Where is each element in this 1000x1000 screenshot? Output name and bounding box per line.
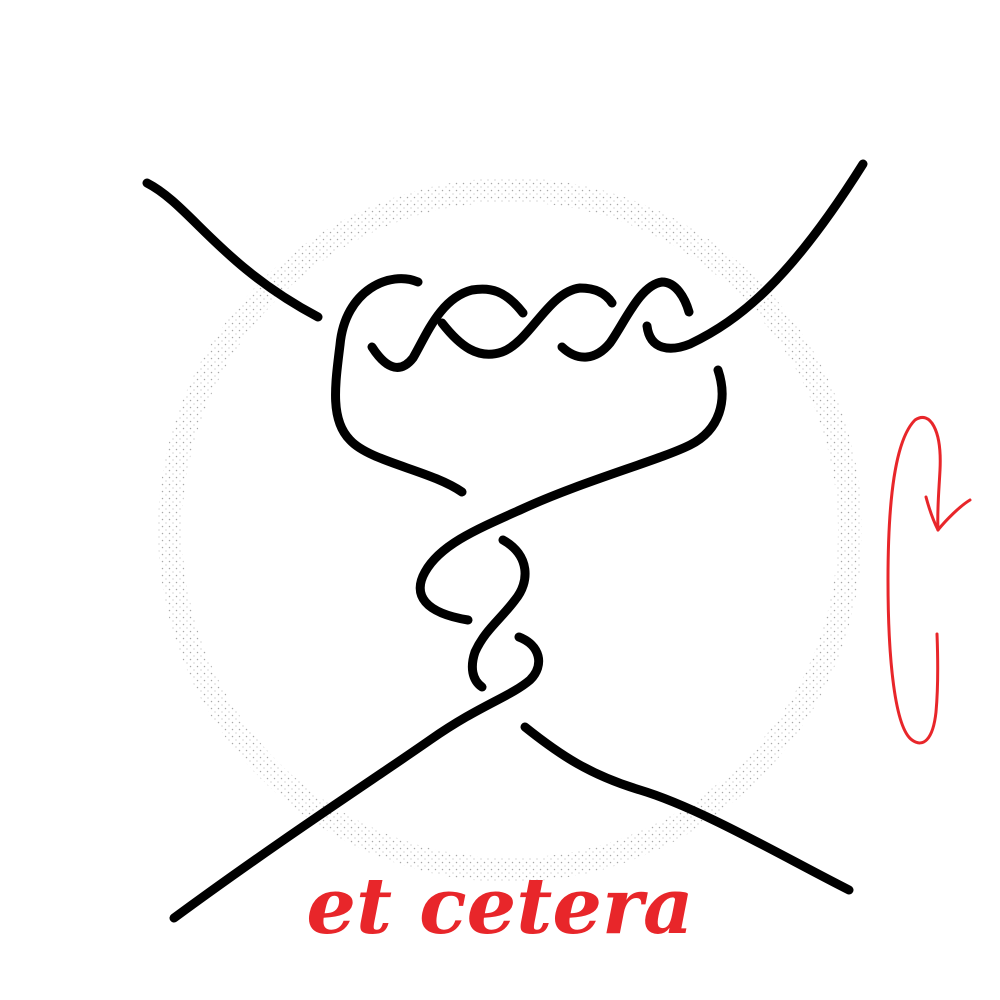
strand-right-loop-descending bbox=[415, 365, 727, 625]
strand-upper-left-arm bbox=[142, 178, 323, 322]
strand-middle-twist-1 bbox=[467, 535, 530, 692]
strand-lower-right-arm bbox=[520, 722, 854, 895]
rotation-arrow-icon bbox=[886, 416, 972, 745]
strand-left-outer-loop bbox=[331, 274, 467, 497]
caption-text: et cetera bbox=[306, 861, 694, 952]
strand-middle-twist-2-to-lower-left bbox=[169, 632, 543, 923]
strand-twist-arc-2 bbox=[437, 283, 617, 359]
strand-twist-arc-3 bbox=[557, 277, 694, 362]
knot-strands bbox=[142, 159, 868, 923]
strand-twist-arc-1 bbox=[367, 284, 528, 372]
stippled-halo-ring bbox=[158, 178, 862, 882]
strand-upper-right-arm bbox=[642, 159, 868, 353]
